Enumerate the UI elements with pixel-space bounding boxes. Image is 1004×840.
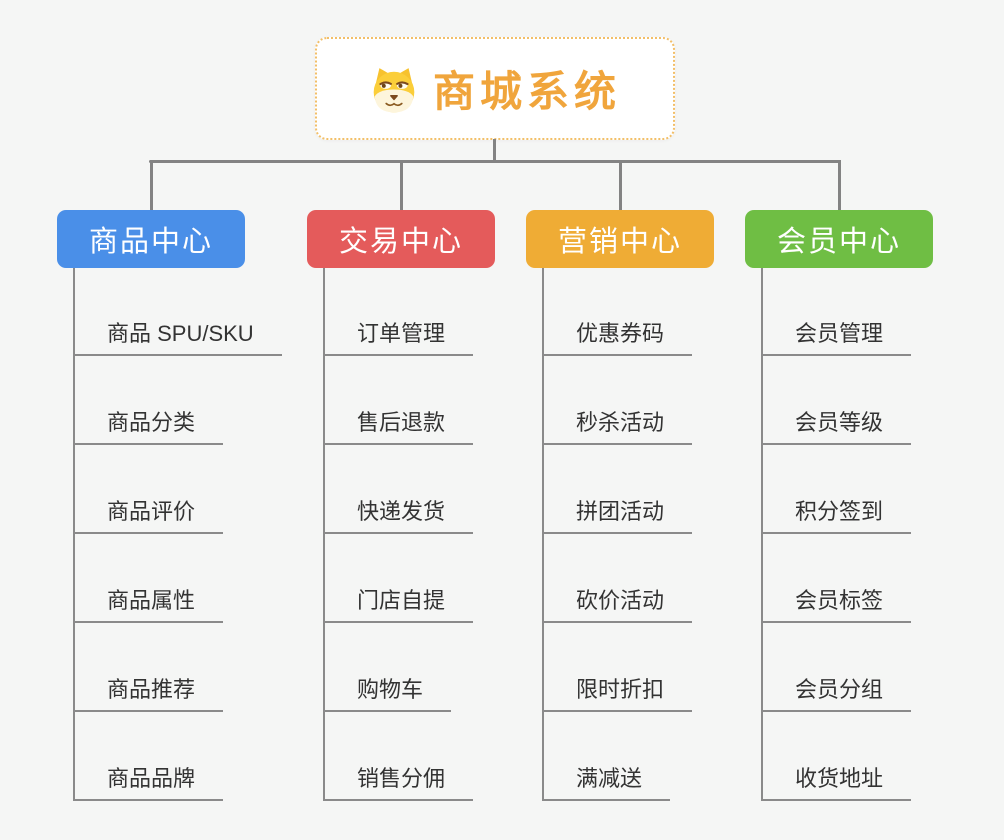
leaf-topic-label: 优惠券码 — [576, 321, 665, 346]
leaf-topic-label: 订单管理 — [357, 321, 446, 346]
branch-topic-label: 商品中心 — [88, 226, 213, 258]
leaf-topic[interactable]: 砍价活动 — [542, 581, 693, 623]
branch-topic-3[interactable]: 营销中心 — [526, 210, 714, 268]
leaf-topic[interactable]: 购物车 — [323, 670, 452, 712]
leaf-topic[interactable]: 会员管理 — [761, 314, 912, 356]
root-topic-label: 商城系统 — [432, 68, 621, 115]
leaf-topic[interactable]: 会员标签 — [761, 581, 912, 623]
leaf-topic-label: 秒杀活动 — [576, 410, 665, 435]
root-topic[interactable]: 商城系统 — [315, 37, 675, 140]
leaf-topic-label: 商品品牌 — [107, 766, 196, 791]
leaf-topic[interactable]: 收货地址 — [761, 759, 912, 801]
leaf-topic[interactable]: 快递发货 — [323, 492, 474, 534]
connector-drop-line — [618, 160, 622, 211]
leaf-topic-label: 砍价活动 — [576, 588, 665, 613]
branch-topic-1[interactable]: 商品中心 — [57, 210, 245, 268]
leaf-topic[interactable]: 订单管理 — [323, 314, 474, 356]
leaf-topic-label: 售后退款 — [357, 410, 446, 435]
connector-drop-line — [149, 160, 153, 211]
leaf-topic[interactable]: 会员等级 — [761, 403, 912, 445]
connector-trunk-line — [493, 139, 496, 162]
leaf-topic-label: 会员分组 — [795, 677, 884, 702]
leaf-topic[interactable]: 门店自提 — [323, 581, 474, 623]
leaf-topic-label: 会员标签 — [795, 588, 884, 613]
leaf-topic-label: 拼团活动 — [576, 499, 665, 524]
leaf-topic[interactable]: 商品分类 — [73, 403, 224, 445]
leaf-topic-label: 商品分类 — [107, 410, 196, 435]
leaf-topic-label: 购物车 — [357, 677, 424, 702]
leaf-topic[interactable]: 商品推荐 — [73, 670, 224, 712]
leaf-topic-label: 限时折扣 — [576, 677, 665, 702]
leaf-topic[interactable]: 商品 SPU/SKU — [73, 314, 282, 356]
branch-topic-4[interactable]: 会员中心 — [745, 210, 933, 268]
leaf-topic-label: 快递发货 — [357, 499, 446, 524]
branch-spine-line — [542, 268, 544, 801]
leaf-topic-label: 门店自提 — [357, 588, 446, 613]
leaf-topic-label: 销售分佣 — [357, 766, 446, 791]
branch-topic-label: 营销中心 — [557, 226, 682, 258]
leaf-topic-label: 积分签到 — [795, 499, 884, 524]
leaf-topic[interactable]: 优惠券码 — [542, 314, 693, 356]
shiba-dog-icon — [373, 67, 415, 112]
leaf-topic[interactable]: 销售分佣 — [323, 759, 474, 801]
connector-drop-line — [837, 160, 841, 211]
leaf-topic[interactable]: 售后退款 — [323, 403, 474, 445]
leaf-topic-label: 会员管理 — [795, 321, 884, 346]
leaf-topic[interactable]: 会员分组 — [761, 670, 912, 712]
branch-spine-line — [73, 268, 75, 801]
leaf-topic[interactable]: 拼团活动 — [542, 492, 693, 534]
leaf-topic[interactable]: 满减送 — [542, 759, 671, 801]
branch-spine-line — [761, 268, 763, 801]
connector-rail-line — [149, 160, 840, 163]
leaf-topic[interactable]: 秒杀活动 — [542, 403, 693, 445]
leaf-topic[interactable]: 限时折扣 — [542, 670, 693, 712]
leaf-topic-label: 商品评价 — [107, 499, 196, 524]
leaf-topic[interactable]: 商品属性 — [73, 581, 224, 623]
branch-topic-label: 交易中心 — [338, 226, 463, 258]
leaf-topic[interactable]: 商品品牌 — [73, 759, 224, 801]
leaf-topic-label: 会员等级 — [795, 410, 884, 435]
leaf-topic-label: 商品 SPU/SKU — [107, 321, 254, 346]
branch-topic-label: 会员中心 — [776, 226, 901, 258]
connector-drop-line — [399, 160, 403, 211]
leaf-topic-label: 满减送 — [576, 766, 643, 791]
leaf-topic-label: 商品推荐 — [107, 677, 196, 702]
branch-topic-2[interactable]: 交易中心 — [307, 210, 495, 268]
leaf-topic[interactable]: 积分签到 — [761, 492, 912, 534]
leaf-topic-label: 商品属性 — [107, 588, 196, 613]
branch-spine-line — [323, 268, 325, 801]
leaf-topic-label: 收货地址 — [795, 766, 884, 791]
leaf-topic[interactable]: 商品评价 — [73, 492, 224, 534]
